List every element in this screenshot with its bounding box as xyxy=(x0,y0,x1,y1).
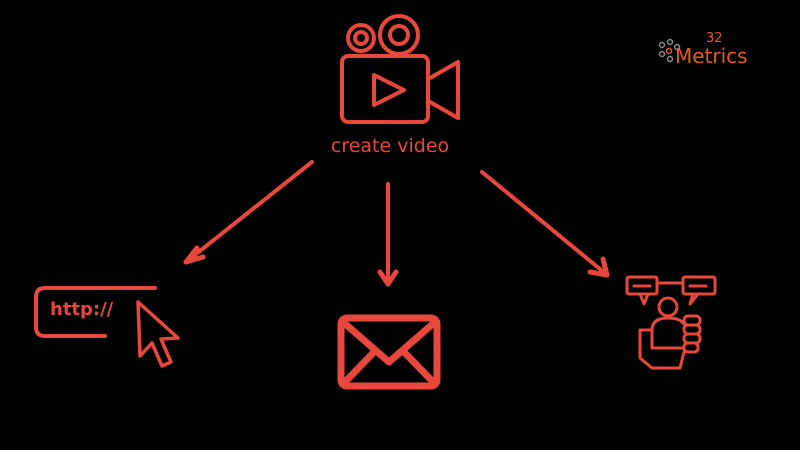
arrow-to-social xyxy=(480,170,610,278)
arrow-to-web xyxy=(183,160,314,265)
social-sharing-icon xyxy=(625,275,717,370)
logo-text: Metrics xyxy=(675,44,748,68)
browser-cursor-icon xyxy=(34,286,180,368)
create-video-label: create video xyxy=(330,135,450,157)
video-camera-icon xyxy=(340,14,460,124)
logo-mark xyxy=(658,38,681,63)
http-label: http:// xyxy=(50,299,114,320)
arrow-to-email xyxy=(377,182,399,287)
envelope-icon xyxy=(337,314,441,390)
logo-number: 32 xyxy=(706,31,723,46)
